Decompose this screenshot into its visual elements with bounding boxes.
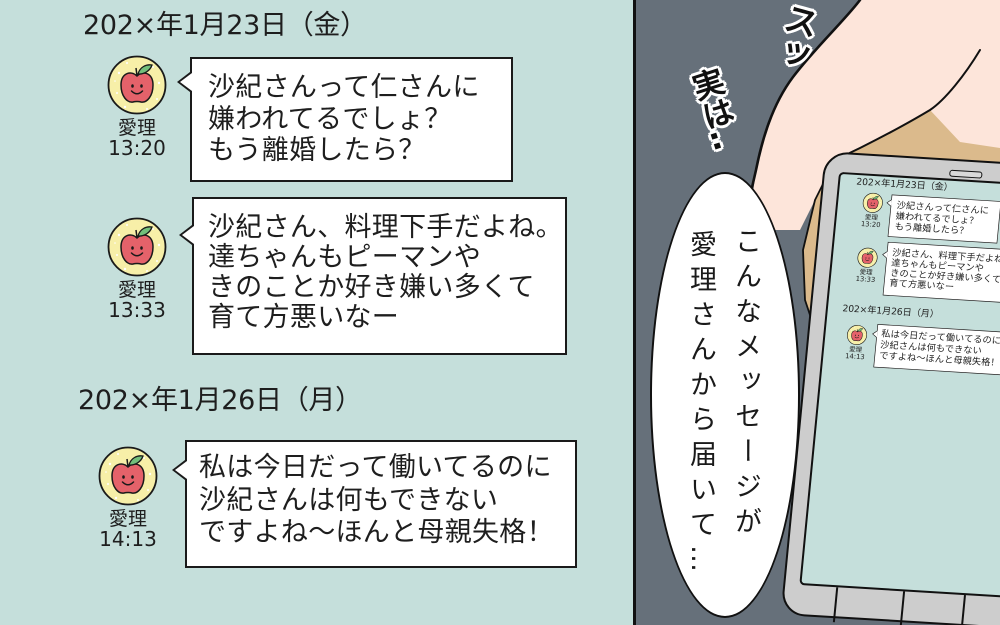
message-bubble: 私は今日だって働いてるのに 沙紀さんは何もできない ですよね〜ほんと母親失格！ xyxy=(172,440,577,568)
sender-name: 愛理 xyxy=(117,279,156,301)
message-line: ですよね〜ほんと母親失格！ xyxy=(199,517,554,548)
message-line: 沙紀さんは何もできない xyxy=(199,484,499,516)
tablet-message-time: 13:20 xyxy=(860,219,881,229)
tablet-bezel-divider xyxy=(899,590,905,625)
message-line: 沙紀さん、料理下手だよね。 xyxy=(208,212,563,243)
apple-face-icon xyxy=(107,55,167,115)
message-time: 14:13 xyxy=(99,527,157,551)
apple-face-icon xyxy=(107,217,167,277)
tablet-bezel-divider xyxy=(832,586,838,622)
message-time: 13:33 xyxy=(108,298,166,322)
tablet-message-bubble: 私は今日だって働いてるのに 沙紀さんは何もできない ですよね〜ほんと母親失格！ xyxy=(872,323,1000,375)
date-separator: 202×年1月26日（月） xyxy=(78,385,362,416)
chat-panel: 202×年1月23日（金） 愛理 13:20 沙紀さんって仁さんに 嫌われてるで… xyxy=(0,0,633,625)
tablet-message-time: 14:13 xyxy=(844,351,865,361)
apple-face-icon xyxy=(856,246,878,268)
message-bubble: 沙紀さん、料理下手だよね。 達ちゃんもピーマンや きのことか好き嫌い多くて 育て… xyxy=(179,197,567,355)
message-line: 達ちゃんもピーマンや xyxy=(208,242,481,273)
tablet-speaker-slot xyxy=(948,169,983,179)
tablet-date-separator: 202×年1月26日（月） xyxy=(841,302,939,320)
sender-name: 愛理 xyxy=(117,117,156,139)
tablet-bezel-divider xyxy=(960,594,966,625)
arm-outline xyxy=(746,0,862,207)
speech-line: 愛理さんから届いて… xyxy=(685,230,716,580)
arm-inner-line xyxy=(834,49,981,161)
apple-face-icon xyxy=(845,324,867,346)
message-line: 嫌われてるでしょ？ xyxy=(208,103,452,135)
scene-panel: 202×年1月23日（金） 愛理 13:20 沙紀さんって仁さんに 嫌われてるで… xyxy=(636,0,1000,625)
speech-line: こんなメッセージが xyxy=(730,227,761,542)
message-line: もう離婚したら？ xyxy=(208,135,426,166)
panel-border xyxy=(633,0,636,625)
tablet-date-separator: 202×年1月23日（金） xyxy=(855,175,953,193)
message-time: 13:20 xyxy=(108,136,166,160)
arm-skin xyxy=(748,0,1000,230)
speech-bubble xyxy=(650,172,800,618)
tablet-message-time: 13:33 xyxy=(854,273,876,284)
message-line: 沙紀さんって仁さんに xyxy=(208,72,480,103)
tablet-screen: 202×年1月23日（金） 愛理 13:20 沙紀さんって仁さんに 嫌われてるで… xyxy=(798,171,1000,603)
message-line: 育て方悪いなー xyxy=(208,302,400,333)
message-line: きのことか好き嫌い多くて xyxy=(208,272,535,303)
message-line: 私は今日だって働いてるのに xyxy=(199,452,552,483)
chat-log: 202×年1月23日（金） 愛理 13:20 沙紀さんって仁さんに 嫌われてるで… xyxy=(78,10,577,568)
tablet-message-bubble: 沙紀さんって仁さんに 嫌われてるでしょ？ もう離婚したら？ xyxy=(887,193,1000,243)
message-bubble: 沙紀さんって仁さんに 嫌われてるでしょ？ もう離婚したら？ xyxy=(177,57,513,182)
apple-face-icon xyxy=(98,446,158,506)
sender-name: 愛理 xyxy=(108,508,147,530)
date-separator: 202×年1月23日（金） xyxy=(83,10,367,41)
tablet-chat-log: 202×年1月23日（金） 愛理 13:20 沙紀さんって仁さんに 嫌われてるで… xyxy=(808,171,1000,395)
apple-face-icon xyxy=(861,192,883,214)
tablet-message-bubble: 沙紀さん、料理下手だよね。 達ちゃんもピーマンや きのことか好き嫌い多くて 育て… xyxy=(882,241,1000,303)
speech-bubble-text: こんなメッセージが 愛理さんから届いて… xyxy=(678,227,768,617)
